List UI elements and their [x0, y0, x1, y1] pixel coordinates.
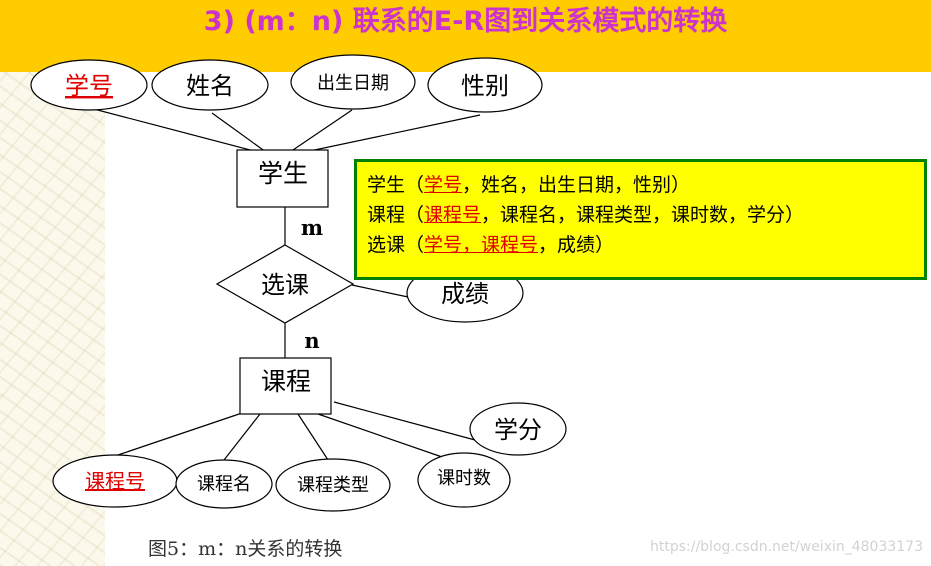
edge-enroll-grade: [351, 284, 409, 298]
edge-student-birth: [289, 109, 353, 153]
relationship-enroll-label: 选课: [261, 271, 309, 299]
figure-caption: 图5：m：n关系的转换: [148, 538, 343, 560]
edge-course-hours: [317, 413, 446, 459]
watermark: https://blog.csdn.net/weixin_48033173: [649, 539, 923, 555]
schema-enroll: 选课（学号，课程号，成绩）: [367, 230, 924, 260]
attribute-course-credit: [469, 402, 567, 456]
attribute-student-name-label: 姓名: [186, 72, 234, 100]
schema-course-rest: ，课程名，课程类型，课时数，学分）: [481, 204, 805, 226]
edge-student-id: [89, 107, 259, 153]
attribute-course-id-label: 课程号: [85, 469, 145, 493]
schema-student-rest: ，姓名，出生日期，性别）: [462, 174, 691, 196]
attribute-course-credit-label: 学分: [494, 416, 542, 444]
schema-student-open: （: [405, 174, 425, 196]
relationship-enroll: [215, 244, 355, 324]
schema-course-open: （: [405, 204, 425, 226]
cardinality-n: n: [304, 328, 319, 353]
cardinality-m: m: [301, 215, 323, 240]
schema-course: 课程（课程号，课程名，课程类型，课时数，学分）: [367, 200, 924, 230]
schema-enroll-rest: ，成绩）: [538, 234, 615, 256]
attribute-student-id-label: 学号: [65, 72, 113, 100]
attribute-course-type-label: 课程类型: [297, 475, 369, 496]
attribute-student-name: [151, 59, 269, 111]
attribute-course-name-label: 课程名: [197, 474, 251, 495]
schema-enroll-open: （: [405, 234, 425, 256]
schema-student-name: 学生: [367, 174, 406, 196]
edge-student-gender: [304, 114, 481, 153]
relational-schema-box: 学生（学号，姓名，出生日期，性别） 课程（课程号，课程名，课程类型，课时数，学分…: [354, 159, 927, 280]
entity-course: [239, 357, 332, 415]
schema-student: 学生（学号，姓名，出生日期，性别）: [367, 170, 924, 200]
schema-enroll-name: 选课: [367, 234, 406, 256]
entity-course-label: 课程: [261, 367, 311, 396]
schema-enroll-key: 学号，课程号: [424, 234, 539, 256]
attribute-grade-label: 成绩: [441, 280, 489, 308]
edge-course-credit: [333, 401, 476, 441]
attribute-course-hours: [417, 452, 511, 508]
entity-student: [236, 149, 329, 208]
attribute-course-type: [275, 458, 391, 512]
attribute-student-gender: [427, 57, 543, 113]
attribute-student-gender-label: 性别: [461, 72, 509, 100]
attribute-course-hours-label: 课时数: [437, 468, 491, 489]
schema-course-key: 课程号: [424, 204, 482, 226]
attribute-course-name: [175, 459, 273, 509]
attribute-student-birth-label: 出生日期: [317, 73, 389, 94]
edge-course-name: [223, 413, 261, 461]
entity-student-label: 学生: [258, 159, 308, 188]
schema-student-key: 学号: [424, 174, 463, 196]
edge-course-id: [114, 411, 246, 457]
schema-course-name: 课程: [367, 204, 406, 226]
attribute-student-birth: [290, 54, 416, 110]
edge-student-name: [211, 112, 267, 153]
edge-course-type: [297, 413, 331, 464]
attribute-student-id: [30, 59, 148, 111]
slide-title: 3) (m：n) 联系的E-R图到关系模式的转换: [203, 6, 728, 37]
